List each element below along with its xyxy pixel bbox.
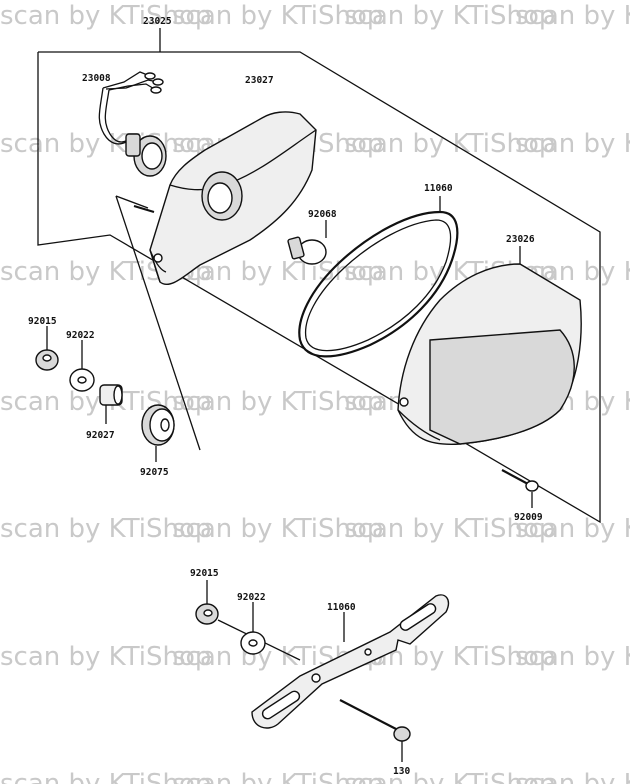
watermark-text: scan by KTiShop — [515, 1, 630, 31]
lens-23026 — [397, 246, 582, 446]
watermark-text: scan by KTiShop — [0, 129, 211, 159]
part-label-92022: 92022 — [237, 592, 266, 603]
watermark-text: scan by KTiShop — [172, 387, 383, 417]
watermark-text: scan by KTiShop — [515, 129, 630, 159]
part-label-23026: 23026 — [506, 234, 535, 245]
watermark-text: scan by KTiShop — [172, 514, 383, 544]
watermark-text: scan by KTiShop — [515, 642, 630, 672]
watermark-text: scan by KTiShop — [344, 129, 555, 159]
assembly-outline — [37, 28, 601, 524]
part-label-92075: 92075 — [140, 467, 169, 478]
part-label-23025: 23025 — [143, 16, 172, 27]
gasket-11060 — [298, 196, 459, 358]
part-label-92027: 92027 — [86, 430, 115, 441]
part-label-92015: 92015 — [28, 316, 57, 327]
part-label-92022: 92022 — [66, 330, 95, 341]
watermark-text: scan by KTiShop — [0, 514, 211, 544]
watermark-text: scan by KTiShop — [344, 1, 555, 31]
watermark-text: scan by KTiShop — [344, 514, 555, 544]
part-label-92009: 92009 — [514, 512, 543, 523]
watermark-text: scan by KTiShop — [515, 514, 630, 544]
watermark-text: scan by KTiShop — [0, 769, 211, 784]
part-label-23008: 23008 — [82, 73, 111, 84]
watermark-text: scan by KTiShop — [172, 1, 383, 31]
part-labels: 23025 23008 23027 11060 92068 23026 9201… — [28, 16, 543, 777]
collar-92027 — [99, 384, 123, 424]
washer-92022-upper — [69, 340, 95, 392]
washer-92022-lower — [240, 602, 266, 655]
watermark-text: scan by KTiShop — [344, 769, 555, 784]
part-label-11060: 11060 — [424, 183, 453, 194]
bulb-92068 — [287, 220, 327, 265]
watermark-text: scan by KTiShop — [0, 1, 211, 31]
watermark-text: scan by KTiShop — [515, 769, 630, 784]
part-label-92015: 92015 — [190, 568, 219, 579]
bulb-socket-23008 — [98, 71, 167, 177]
part-label-23027: 23027 — [245, 75, 274, 86]
grommet-92015-upper — [35, 326, 59, 371]
bolt-130 — [339, 699, 411, 762]
lamp-housing-23027 — [133, 111, 317, 285]
part-label-11060: 11060 — [327, 602, 356, 613]
watermark-text: scan by KTiShop — [0, 642, 211, 672]
damper-92075 — [141, 404, 175, 462]
watermark-text: scan by KTiShop — [172, 769, 383, 784]
part-label-130: 130 — [393, 766, 410, 777]
screw-92009 — [501, 469, 539, 508]
part-label-92068: 92068 — [308, 209, 337, 220]
license-bracket-11060 — [251, 594, 450, 729]
